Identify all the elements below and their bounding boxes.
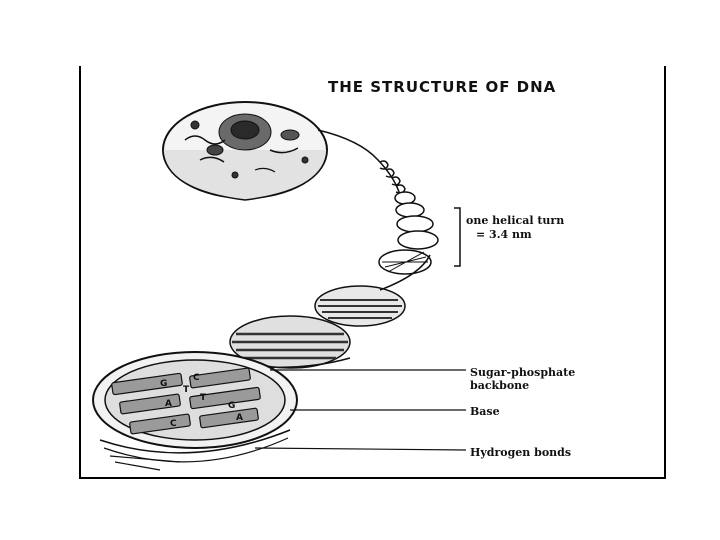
base-letter: G: [228, 401, 235, 411]
dna-helix-tight: [379, 192, 438, 274]
base-letter: G: [160, 379, 167, 389]
cell: [163, 102, 327, 200]
chromatin-strand: [318, 130, 405, 195]
helical-turn-bracket: [454, 208, 460, 266]
hydrogen-bonds-label: Hydrogen bonds: [470, 446, 571, 459]
base-letter: A: [165, 399, 172, 409]
helical-turn-length-label: = 3.4 nm: [476, 228, 532, 241]
dna-cross-section: [93, 352, 297, 470]
base-letter: C: [193, 373, 200, 383]
sugar-phosphate-line1: Sugar-phosphate: [470, 366, 575, 379]
base-letter: T: [183, 385, 190, 395]
base-label: Base: [470, 405, 500, 418]
sugar-phosphate-label: Sugar-phosphate backbone: [470, 366, 575, 392]
base-letter: T: [200, 393, 207, 403]
base-letter: C: [170, 419, 177, 429]
helical-turn-label: one helical turn: [466, 214, 564, 227]
sugar-phosphate-line2: backbone: [470, 379, 529, 392]
base-letter: A: [236, 413, 243, 423]
